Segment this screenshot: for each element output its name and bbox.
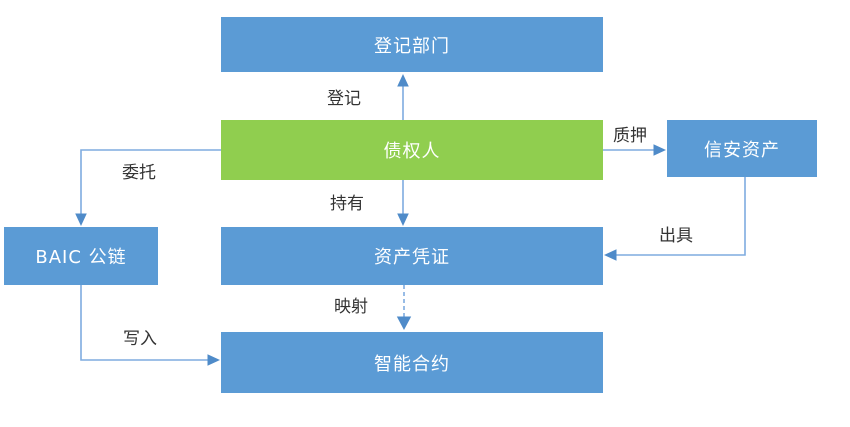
edge-label-write: 写入 xyxy=(123,329,157,349)
edge-label-mapping: 映射 xyxy=(334,297,368,317)
node-baic-chain-label: BAIC 公链 xyxy=(35,247,127,268)
edge-label-entrust: 委托 xyxy=(122,163,156,183)
edge-label-issue: 出具 xyxy=(659,226,693,246)
node-asset-certificate-label: 资产凭证 xyxy=(374,247,450,268)
pledge-arrow-head xyxy=(653,144,666,156)
write-arrow-head xyxy=(207,354,220,366)
issue-arrow-head xyxy=(604,249,617,261)
edge-label-register: 登记 xyxy=(327,89,361,109)
node-creditor: 债权人 xyxy=(221,120,603,180)
node-asset-certificate: 资产凭证 xyxy=(221,227,603,285)
node-xinan-assets-label: 信安资产 xyxy=(704,139,780,161)
edge-label-pledge: 质押 xyxy=(613,126,647,146)
node-smart-contract: 智能合约 xyxy=(221,332,603,393)
entrust-arrow-head xyxy=(75,213,87,226)
node-registration-dept: 登记部门 xyxy=(221,17,603,72)
hold-arrow-head xyxy=(397,213,409,226)
node-baic-chain: BAIC 公链 xyxy=(4,227,158,285)
mapping-arrow-head xyxy=(396,316,412,330)
edge-label-hold: 持有 xyxy=(330,194,364,214)
node-registration-dept-label: 登记部门 xyxy=(374,35,450,57)
node-creditor-label: 债权人 xyxy=(383,141,441,162)
register-arrow-head xyxy=(397,74,409,87)
node-xinan-assets: 信安资产 xyxy=(667,120,817,177)
node-smart-contract-label: 智能合约 xyxy=(374,353,450,375)
